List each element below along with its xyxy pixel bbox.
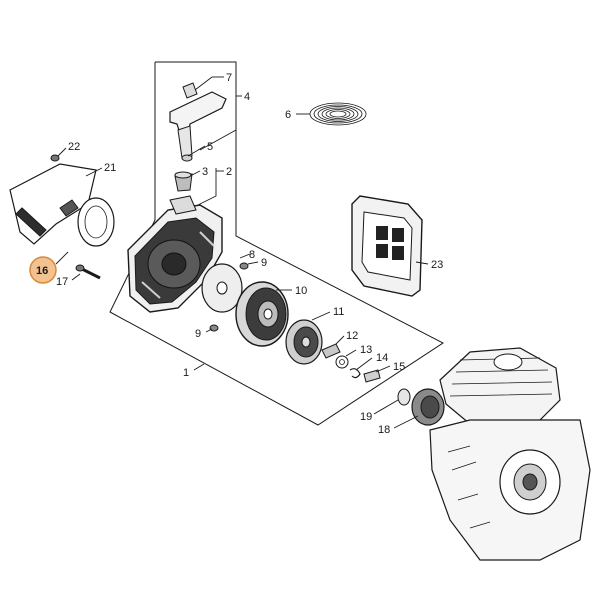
circlip[interactable] xyxy=(363,369,381,383)
rewind-spring[interactable] xyxy=(309,102,367,126)
label-1[interactable]: 1 xyxy=(183,367,189,379)
label-7[interactable]: 7 xyxy=(226,72,232,84)
part-labels: 7 4 6 5 3 2 22 21 16 17 8 9 9 10 11 12 1… xyxy=(36,72,443,436)
screw-9-upper[interactable] xyxy=(239,262,249,270)
pawl-carrier[interactable] xyxy=(285,319,323,365)
rope-rotor[interactable] xyxy=(235,281,289,347)
label-23[interactable]: 23 xyxy=(431,259,443,271)
washer-19[interactable] xyxy=(397,388,411,406)
label-10[interactable]: 10 xyxy=(295,285,307,297)
screw-9-lower[interactable] xyxy=(209,324,219,332)
washer[interactable] xyxy=(335,355,349,369)
label-9-upper[interactable]: 9 xyxy=(261,257,267,269)
engine-block xyxy=(429,347,591,561)
starter-cup-18[interactable] xyxy=(411,388,445,426)
label-11[interactable]: 11 xyxy=(333,306,344,318)
label-17[interactable]: 17 xyxy=(56,276,68,288)
label-16[interactable]: 16 xyxy=(36,265,48,277)
label-21[interactable]: 21 xyxy=(104,162,116,174)
rope-guide[interactable] xyxy=(174,171,193,192)
spring-plate[interactable] xyxy=(201,263,243,313)
label-14[interactable]: 14 xyxy=(376,352,388,364)
bolt-17[interactable] xyxy=(75,264,101,280)
fan-housing[interactable] xyxy=(127,195,223,313)
label-4[interactable]: 4 xyxy=(244,91,250,103)
label-12[interactable]: 12 xyxy=(346,330,358,342)
leader-lines xyxy=(55,72,429,429)
label-18[interactable]: 18 xyxy=(378,424,390,436)
screw-22[interactable] xyxy=(50,154,60,162)
label-6[interactable]: 6 xyxy=(285,109,291,121)
label-5[interactable]: 5 xyxy=(207,141,213,153)
highlight-callout-16[interactable] xyxy=(29,256,57,284)
gasket[interactable] xyxy=(77,197,115,247)
label-3[interactable]: 3 xyxy=(202,166,208,178)
filter-frame[interactable] xyxy=(351,195,423,297)
label-22[interactable]: 22 xyxy=(68,141,80,153)
pawl[interactable] xyxy=(321,343,341,359)
label-13[interactable]: 13 xyxy=(360,344,372,356)
label-8[interactable]: 8 xyxy=(249,249,255,261)
label-2[interactable]: 2 xyxy=(226,166,232,178)
spring-clip[interactable] xyxy=(349,368,361,379)
label-9-lower[interactable]: 9 xyxy=(195,328,201,340)
label-15[interactable]: 15 xyxy=(393,361,405,373)
starter-handle[interactable] xyxy=(169,82,227,162)
label-19[interactable]: 19 xyxy=(360,411,372,423)
deflector-shield[interactable] xyxy=(9,163,97,245)
